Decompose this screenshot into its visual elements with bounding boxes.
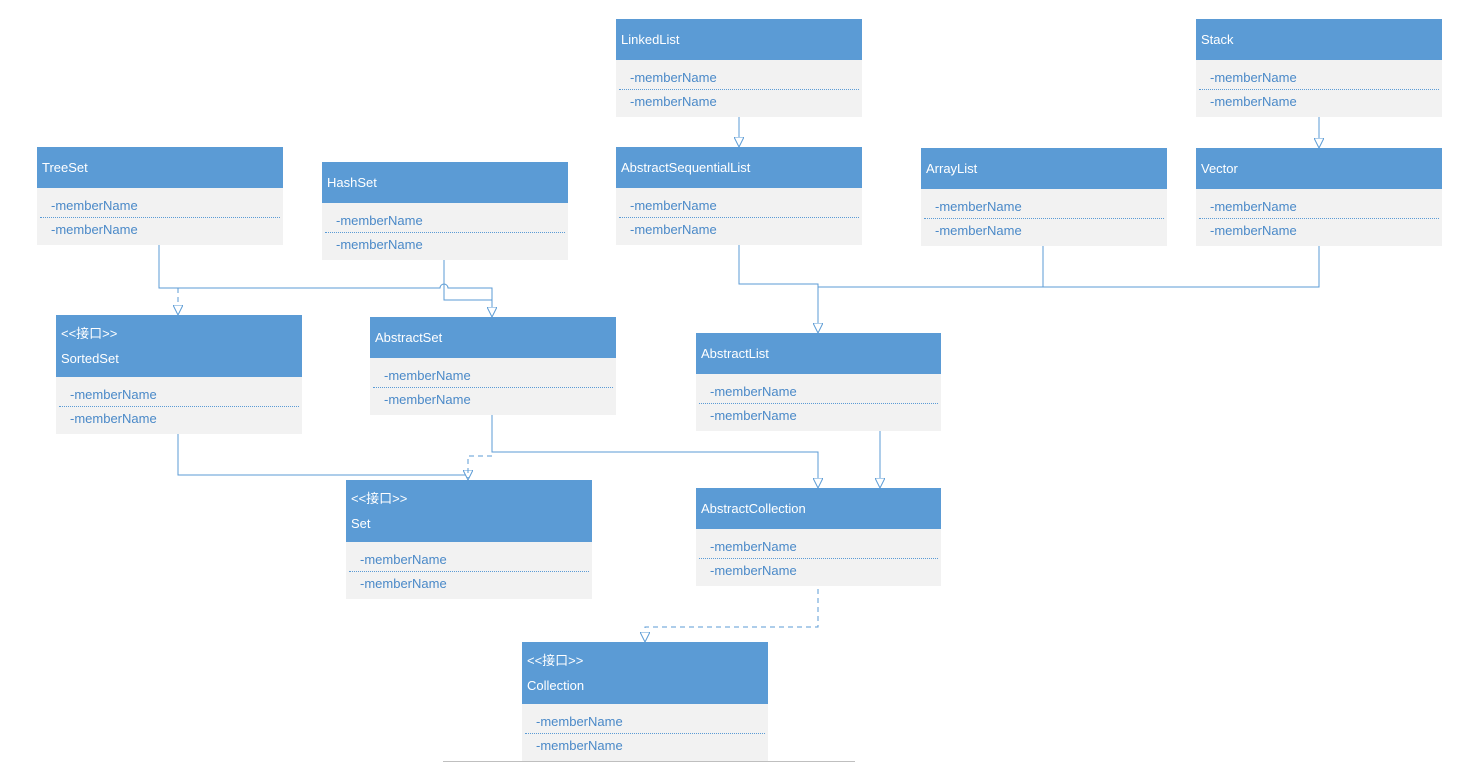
class-header: <<接口>> Set [346,480,592,542]
class-member: -memberName [710,563,797,578]
class-name: AbstractSequentialList [621,160,751,175]
class-header: ArrayList [921,148,1167,189]
class-member: -memberName [630,198,717,213]
edge-arraylist-abstractlist [818,239,1044,288]
class-member: -memberName [70,387,157,402]
edge-vector-abstractlist [1043,239,1320,288]
class-member: -memberName [70,411,157,426]
class-member: -memberName [384,392,471,407]
class-name: AbstractList [701,346,769,361]
class-member: -memberName [51,198,138,213]
class-member: -memberName [336,213,423,228]
edge-abstractsequentiallist-abstractlist [738,238,818,333]
class-header: HashSet [322,162,568,203]
class-name: AbstractCollection [701,501,806,516]
class-member: -memberName [1210,70,1297,85]
class-member: -memberName [51,222,138,237]
edge-sortedset-set [177,428,468,480]
class-collection[interactable]: <<接口>> Collection -memberName -memberNam… [522,642,768,761]
class-member: -memberName [360,576,447,591]
class-name: TreeSet [42,160,88,175]
class-name: AbstractSet [375,330,443,345]
class-header: <<接口>> SortedSet [56,315,302,377]
class-member: -memberName [935,199,1022,214]
class-name: Vector [1201,161,1238,176]
class-linkedlist[interactable]: LinkedList -memberName -memberName [616,19,862,117]
class-member: -memberName [630,94,717,109]
class-stereotype: <<接口>> [61,326,118,341]
class-member: -memberName [710,539,797,554]
edge-abstractcollection-collection [645,580,819,642]
edge-abstractset-abstractcollection [491,408,818,488]
class-member: -memberName [360,552,447,567]
edge-treeset-sortedset [158,238,178,289]
class-vector[interactable]: Vector -memberName -memberName [1196,148,1442,246]
class-name: ArrayList [926,161,978,176]
class-stereotype: <<接口>> [527,653,584,668]
edge-abstractset-set [467,455,492,478]
class-header: AbstractSequentialList [616,147,862,188]
class-header: TreeSet [37,147,283,188]
class-hashset[interactable]: HashSet -memberName -memberName [322,162,568,260]
class-header: Vector [1196,148,1442,189]
class-header: Stack [1196,19,1442,60]
class-member: -memberName [536,738,623,753]
class-member: -memberName [630,70,717,85]
class-member: -memberName [1210,94,1297,109]
class-member: -memberName [710,384,797,399]
class-member: -memberName [1210,223,1297,238]
edge-treeset-abstractset [178,283,492,317]
class-treeset[interactable]: TreeSet -memberName -memberName [37,147,283,245]
class-name: LinkedList [621,32,680,47]
class-header: AbstractList [696,333,941,374]
class-member: -memberName [536,714,623,729]
class-header: AbstractSet [370,317,616,358]
class-abstractset[interactable]: AbstractSet -memberName -memberName [370,317,616,415]
class-member: -memberName [630,222,717,237]
class-stack[interactable]: Stack -memberName -memberName [1196,19,1442,117]
class-name: HashSet [327,175,377,190]
class-sortedset[interactable]: <<接口>> SortedSet -memberName -memberName [56,315,302,434]
class-header: <<接口>> Collection [522,642,768,704]
class-member: -memberName [1210,199,1297,214]
class-name: Stack [1201,32,1234,47]
class-arraylist[interactable]: ArrayList -memberName -memberName [921,148,1167,246]
page-edge-line [443,761,855,762]
class-name: Collection [527,678,585,693]
class-set[interactable]: <<接口>> Set -memberName -memberName [346,480,592,599]
edge-hashset-abstractset [443,253,492,301]
class-header: AbstractCollection [696,488,941,529]
class-name: SortedSet [61,351,119,366]
class-abstractlist[interactable]: AbstractList -memberName -memberName [696,333,941,431]
class-header: LinkedList [616,19,862,60]
class-name: Set [351,516,371,531]
class-member: -memberName [336,237,423,252]
class-member: -memberName [935,223,1022,238]
class-member: -memberName [710,408,797,423]
class-member: -memberName [384,368,471,383]
class-stereotype: <<接口>> [351,491,408,506]
class-abstractsequentiallist[interactable]: AbstractSequentialList -memberName -memb… [616,147,862,245]
class-abstractcollection[interactable]: AbstractCollection -memberName -memberNa… [696,488,941,586]
